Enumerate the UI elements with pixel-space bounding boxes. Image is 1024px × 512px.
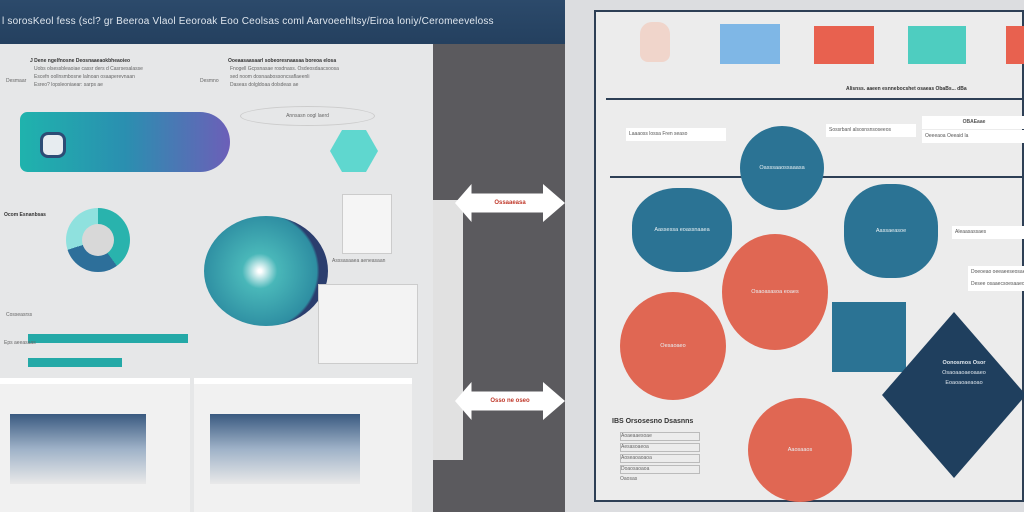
red-tile (1006, 26, 1024, 64)
info-card: Laaaoss lossa Fren seaso (626, 128, 726, 141)
block1-line: Esreo? lopsleoniaear: sarps ae (34, 82, 103, 88)
block2-line: sed noom dosnaabossoncsaflaeenli (230, 74, 310, 80)
legend-item: Doaosaoaoa (620, 465, 700, 474)
block2-line: Daseas dolgldoaa dolsdeas ae (230, 82, 299, 88)
cylinder (433, 200, 463, 460)
teal-node: Aassessa eoassnaaea (632, 188, 732, 272)
legend-item: Aoseaoaoaoa (620, 454, 700, 463)
block2-line: Fnogell Gcpsnasae rosdnass. Osdeosdaacso… (230, 66, 339, 72)
red-circle: Oesaoaeo (620, 292, 726, 400)
footer-label: Cosseasrss (6, 312, 33, 318)
red-tile (814, 26, 874, 64)
board-heading: Alisnss. aaeen esnnebocshet osaeas ObaBs… (846, 86, 967, 92)
info-card: OBAEaae (922, 116, 1024, 129)
teal-node: Aassaeasoe (844, 184, 938, 278)
block1-side: Desmaar (6, 78, 27, 84)
circle-label: Aaosaaos (787, 446, 813, 453)
legend-list: Aoaeaaesoae Aesasoaeoa Aoseaoaoaoa Doaos… (620, 432, 700, 483)
left-panel: J Dene ngelfnosne Deosnaaeaokbheaoieo Uo… (0, 44, 433, 512)
teal-circle: Oasssaaossaaasa (740, 126, 824, 210)
wave-chart (10, 414, 146, 484)
circle-label: Oasssaaossaaasa (759, 164, 805, 171)
teal-tile (908, 26, 966, 64)
legend-title: IBS Orsosesno Dsasnns (612, 418, 694, 425)
block1-line: Uobs olsessbleaoiae cassr ders d Casrses… (34, 66, 143, 72)
info-card: Desee osaaecsoesaaeoe (968, 278, 1024, 291)
red-circle: Aaosaaos (748, 398, 852, 502)
header-title: l sorosKeol fess (scl? gr Beeroa Vlaol E… (0, 0, 565, 44)
block1-title: J Dene ngelfnosne Deosnaaeaokbheaoieo (30, 58, 131, 64)
legend-item: Aoaeaaesoae (620, 432, 700, 441)
donut-hole (82, 224, 114, 256)
block2-side: Desmno (200, 78, 219, 84)
arrow-label: Ossaaeasa (455, 184, 565, 222)
info-card: Aleaasassaes (952, 226, 1024, 239)
footer-label: Eps aeeasaas (4, 340, 36, 346)
teal-box (832, 302, 906, 372)
diamond-text: Oonosmos Osor Osaoaaoaeoaaeo Eoaoaoaeaoa… (912, 358, 1016, 388)
red-circle: Osaoasasoa eoaes (722, 234, 828, 350)
circle-label: Aassessa eoassnaaea (654, 226, 710, 233)
block2-title: Ooeaasaasaarl sobeoresnaasaa boreoa elos… (228, 58, 337, 64)
mini-chart (318, 284, 418, 364)
pill-label: Annsasn oogl laerd (240, 106, 375, 126)
radial-graphic (204, 216, 328, 326)
diamond-line: Osaoaaoaeoaaeo (942, 370, 986, 376)
info-card: Oeeeaoa Oeeaid la (922, 130, 1024, 143)
progress-bar (28, 334, 188, 343)
circle-label: Aassaeasoe (875, 227, 907, 234)
mini-table (342, 194, 392, 254)
progress-bar (28, 358, 122, 367)
section-label: Ocom Esnanbsas (4, 212, 46, 218)
legend-item: Aesasoaeoa (620, 443, 700, 452)
head-icon (640, 22, 670, 62)
diamond-line: Oonosmos Osor (942, 360, 986, 366)
caption: Asssasaaea aeneasaan (332, 258, 386, 264)
brain-icon (40, 132, 66, 158)
arrow-label: Osso ne oseo (455, 382, 565, 420)
diagram-board: Alisnss. aaeen esnnebocshet osaeas ObaBs… (594, 10, 1024, 502)
circle-label: Oesaoaeo (660, 342, 686, 349)
circle-label: Osaoasasoa eoaes (751, 288, 799, 295)
blue-tile (720, 24, 780, 64)
legend-item: Oaosas (620, 476, 638, 482)
block1-line: Escefn oollnsmbosne lalnoan osaaperevnaa… (34, 74, 135, 80)
info-card: Sossrbanl alsosnsnsoseeos (826, 124, 916, 137)
diamond-line: Eoaoaoaeaoao (945, 380, 983, 386)
info-card: Doeoeao oeeaeeseosaeosea (968, 266, 1024, 279)
hexagon-icon (330, 130, 378, 172)
wave-chart (210, 414, 360, 484)
connector-line (606, 98, 1024, 100)
